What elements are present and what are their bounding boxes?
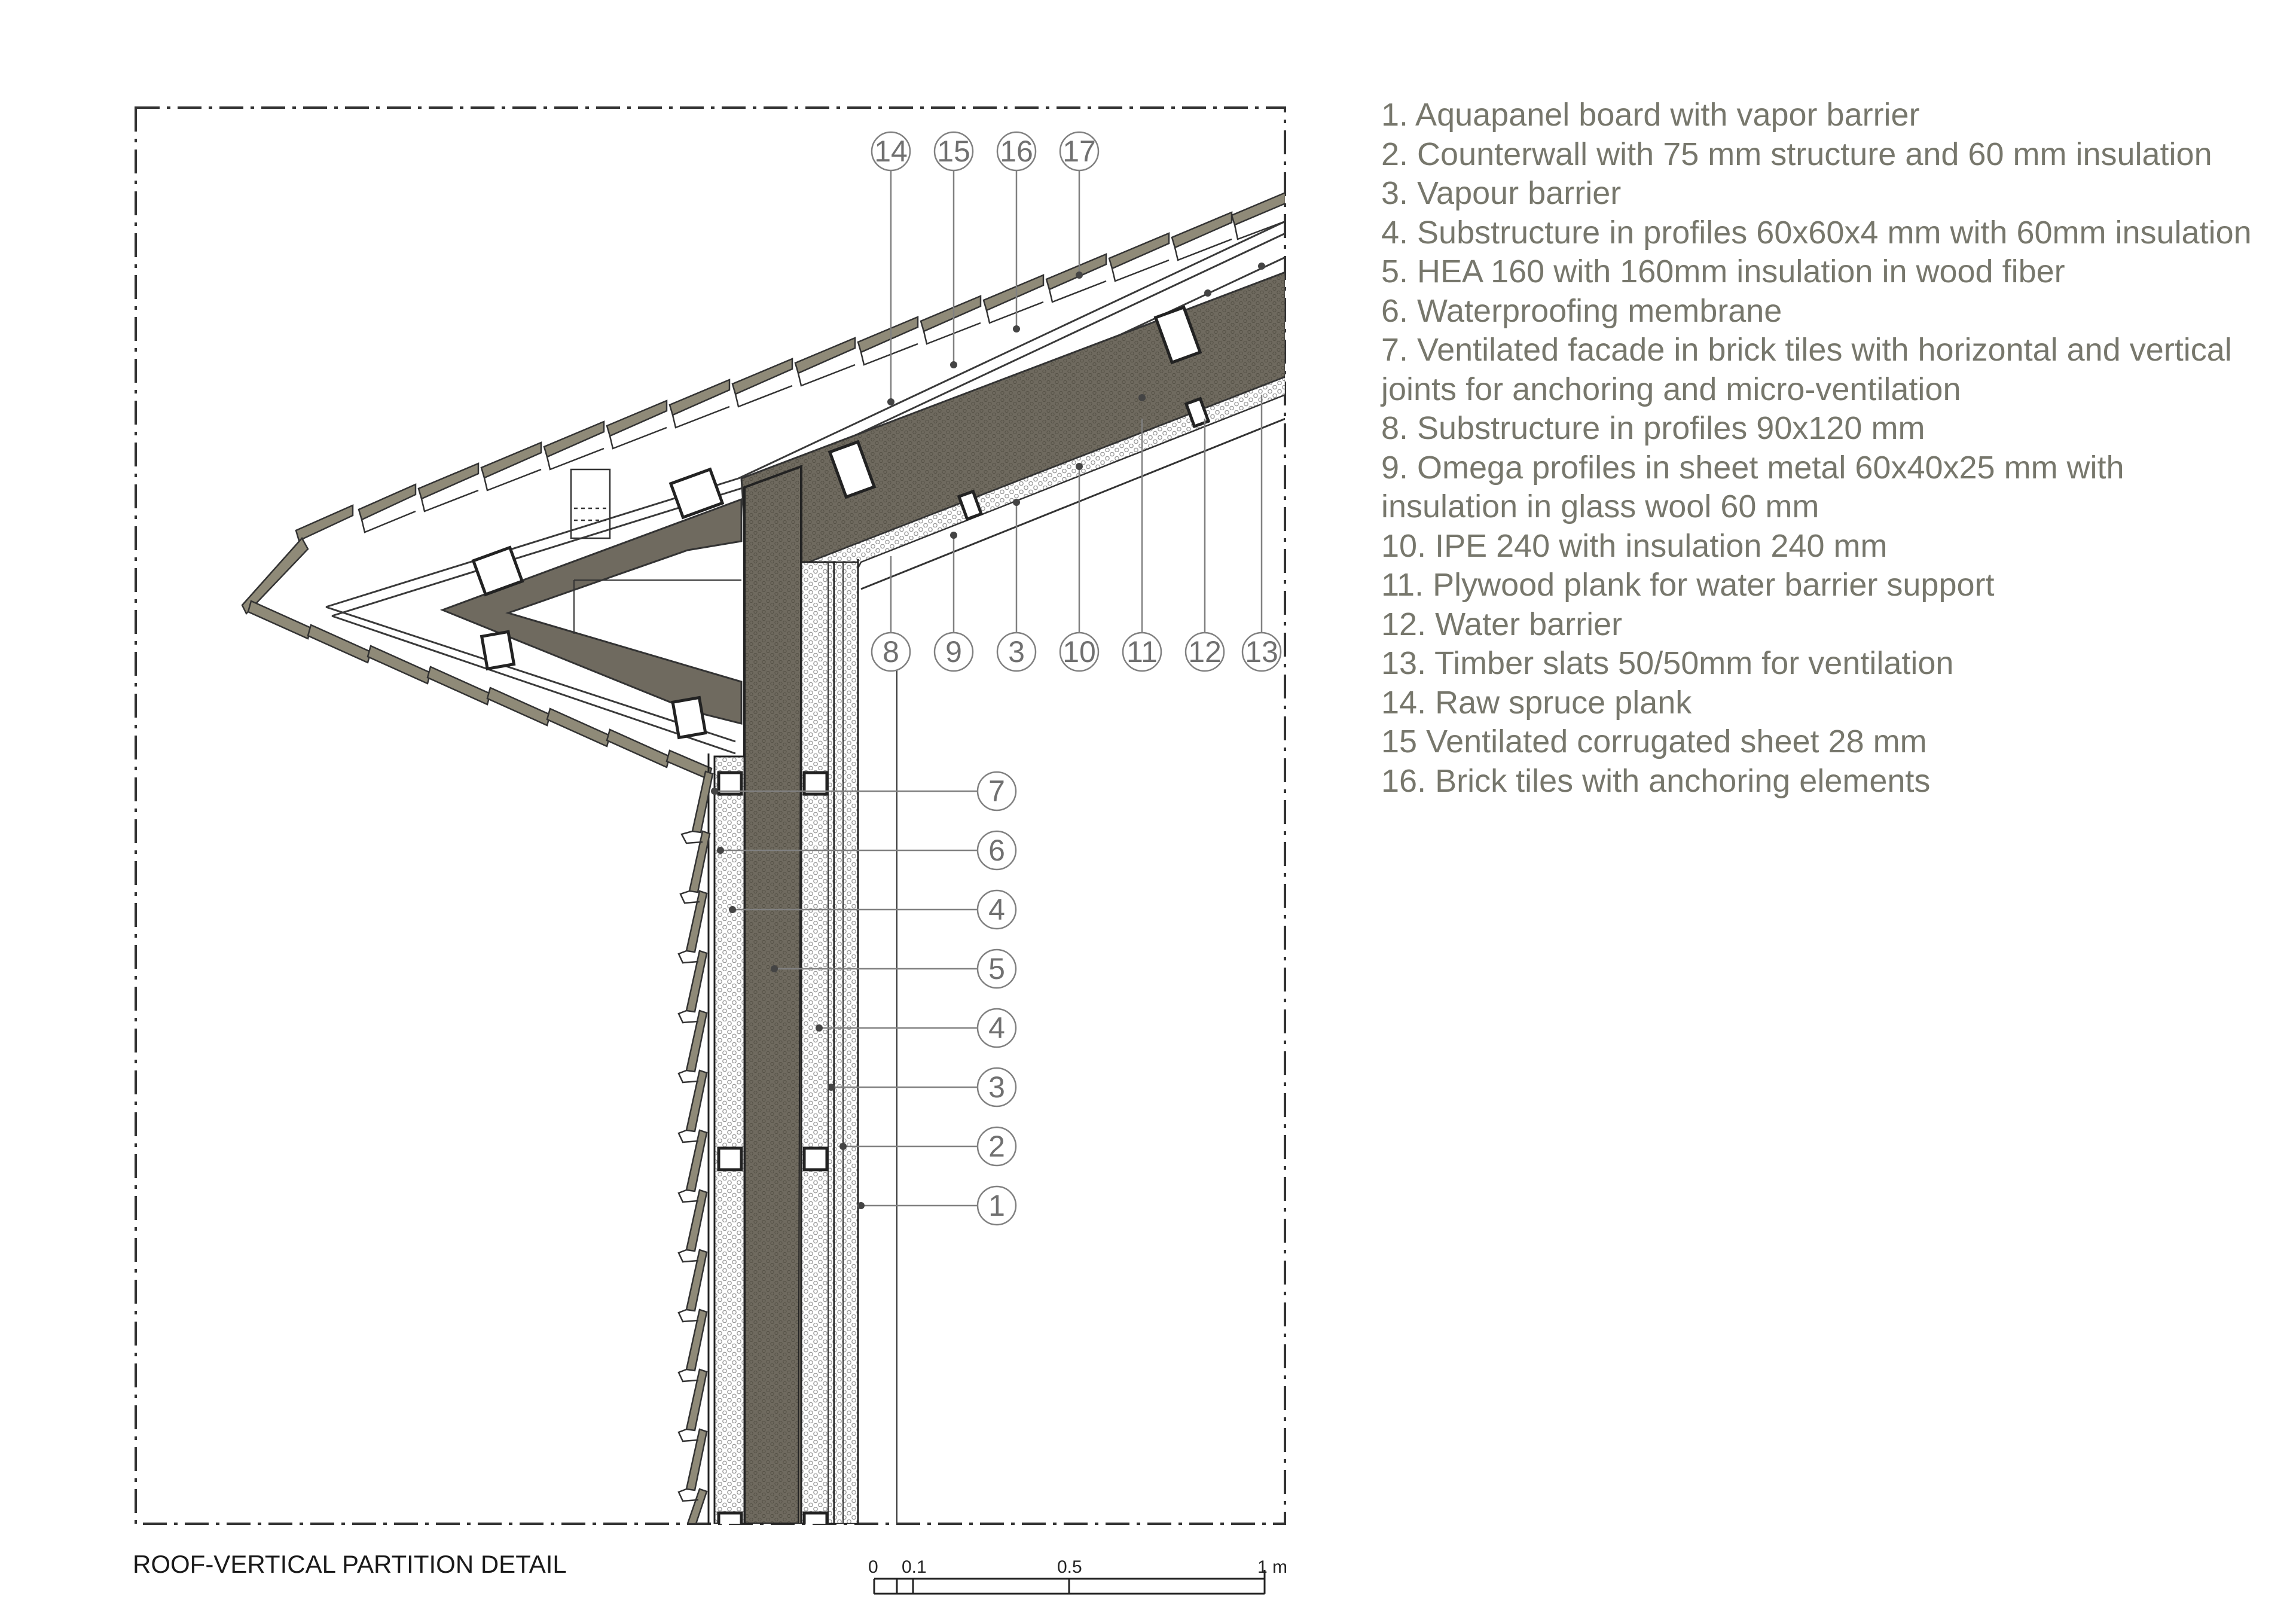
callout-14: 14 <box>874 135 908 168</box>
callouts-top <box>871 131 1100 401</box>
callout-17: 17 <box>1062 135 1096 168</box>
callout-3-roof: 3 <box>1008 635 1025 669</box>
callouts-wall <box>715 771 1017 1226</box>
callout-9: 9 <box>945 635 962 669</box>
callout-8: 8 <box>883 635 899 669</box>
callout-1: 1 <box>988 1189 1005 1222</box>
callout-16: 16 <box>1000 135 1033 168</box>
callout-4-inner: 4 <box>988 1011 1005 1045</box>
legend-item: 10. IPE 240 with insulation 240 mm <box>1381 527 1888 564</box>
legend-item: 16. Brick tiles with anchoring elements <box>1381 762 1931 799</box>
scale-label-0: 0 <box>868 1557 878 1577</box>
legend-item: 5. HEA 160 with 160mm insulation in wood… <box>1381 254 2065 289</box>
scale-label-0.5: 0.5 <box>1057 1557 1082 1577</box>
callout-5: 5 <box>988 952 1005 986</box>
scale-bar <box>873 1570 1266 1595</box>
callout-3-wall: 3 <box>988 1070 1005 1104</box>
legend-item: 6. Waterproofing membrane <box>1381 292 1782 329</box>
legend-item: 12. Water barrier <box>1381 606 1623 642</box>
wall-hea-column <box>743 465 802 1524</box>
legend-item: 11. Plywood plank for water barrier supp… <box>1381 567 1995 603</box>
legend-item: 1. Aquapanel board with vapor barrier <box>1381 97 1920 133</box>
roof-brick-tiles-upper <box>241 192 1285 615</box>
callout-2: 2 <box>988 1130 1005 1163</box>
callout-12: 12 <box>1188 635 1222 669</box>
callout-11: 11 <box>1126 635 1158 669</box>
facade-brick-tiles <box>685 770 714 1524</box>
legend-item: 4. Substructure in profiles 60x60x4 mm w… <box>1381 214 2252 251</box>
scale-label-1m: 1 m <box>1257 1557 1287 1577</box>
callout-7: 7 <box>988 774 1005 808</box>
callout-15: 15 <box>937 135 970 168</box>
callout-6: 6 <box>988 834 1005 867</box>
legend-item: 2. Counterwall with 75 mm structure and … <box>1381 136 2212 172</box>
legend-item: 3. Vapour barrier <box>1381 175 1622 211</box>
scale-label-0.1: 0.1 <box>902 1557 927 1577</box>
legend-item: 8. Substructure in profiles 90x120 mm <box>1381 410 1925 446</box>
legend-item: 13. Timber slats 50/50mm for ventilation <box>1381 645 1954 681</box>
wall-square-profiles <box>717 771 829 1524</box>
callout-4-outer: 4 <box>988 893 1005 926</box>
detail-frame <box>135 106 1286 1525</box>
legend-item: 9. Omega profiles in sheet metal 60x40x2… <box>1381 449 2124 525</box>
legend-item: 15 Ventilated corrugated sheet 28 mm <box>1381 724 1927 759</box>
wall-facade-insulation <box>713 755 746 1524</box>
drawing-title: ROOF-VERTICAL PARTITION DETAIL <box>133 1550 567 1578</box>
legend: 1. Aquapanel board with vapor barrier 2.… <box>1381 96 2266 801</box>
roof-timber-profiles <box>471 305 1211 740</box>
legend-item: 14. Raw spruce plank <box>1381 684 1692 721</box>
roof-brick-tiles-lower <box>247 600 713 780</box>
roof-truss-steel <box>439 498 743 725</box>
legend-item: 7. Ventilated facade in brick tiles with… <box>1381 332 2232 407</box>
callout-10: 10 <box>1062 635 1096 669</box>
wall-counterwall-insulation <box>800 561 835 1524</box>
callouts-roof <box>871 395 1282 672</box>
callout-13: 13 <box>1245 635 1278 669</box>
